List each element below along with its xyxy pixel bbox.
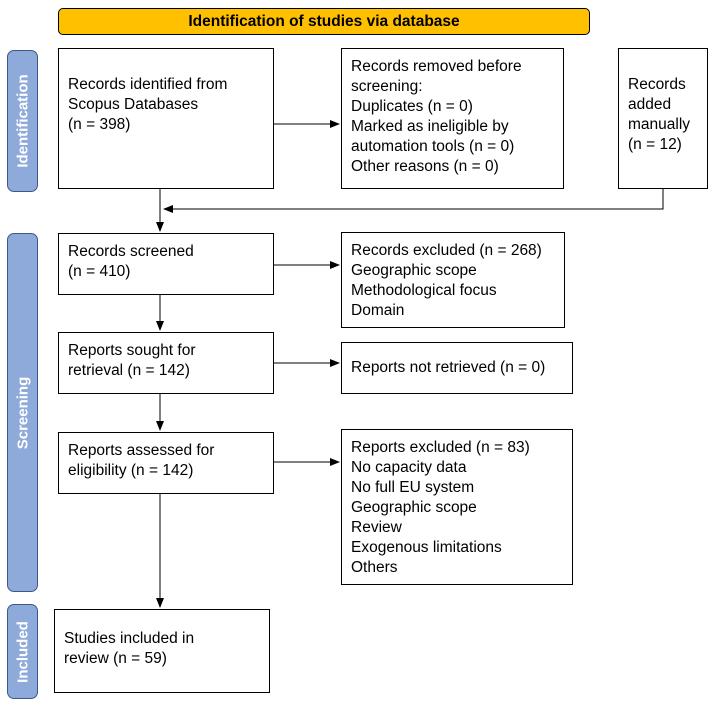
- box-line: screening:: [351, 78, 423, 95]
- box-line: Records screened: [68, 243, 194, 260]
- phase-screening-label: Screening: [7, 233, 38, 592]
- phase-identification-label: Identification: [7, 50, 38, 192]
- box-line: Records removed before: [351, 58, 522, 75]
- box-line: Scopus Databases: [68, 96, 199, 113]
- box-line: Reports not retrieved (n = 0): [351, 359, 546, 376]
- box-line: retrieval (n = 142): [68, 362, 190, 379]
- box-line: Geographic scope: [351, 499, 477, 516]
- records-identified-box: Records identified from Scopus Databases…: [58, 48, 274, 189]
- box-line: Studies included in: [64, 630, 195, 647]
- box-line: Others: [351, 559, 398, 576]
- box-line: Records: [628, 76, 686, 93]
- reports-sought-box: Reports sought for retrieval (n = 142): [58, 332, 274, 394]
- box-line: Review: [351, 519, 402, 536]
- box-line: Marked as ineligible by: [351, 118, 509, 135]
- box-line: (n = 12): [628, 136, 682, 153]
- box-line: Reports excluded (n = 83): [351, 439, 530, 456]
- box-line: Records excluded (n = 268): [351, 242, 542, 259]
- box-line: eligibility (n = 142): [68, 462, 194, 479]
- reports-assessed-box: Reports assessed for eligibility (n = 14…: [58, 432, 274, 494]
- box-line: Domain: [351, 302, 405, 319]
- records-added-box: Records added manually (n = 12): [618, 48, 708, 189]
- records-excluded-box: Records excluded (n = 268) Geographic sc…: [341, 232, 565, 328]
- box-line: Other reasons (n = 0): [351, 158, 499, 175]
- box-line: No capacity data: [351, 459, 467, 476]
- box-line: Geographic scope: [351, 262, 477, 279]
- box-line: (n = 410): [68, 263, 131, 280]
- records-screened-box: Records screened (n = 410): [58, 233, 274, 295]
- reports-not-retrieved-box: Reports not retrieved (n = 0): [341, 342, 573, 394]
- box-line: automation tools (n = 0): [351, 138, 515, 155]
- box-line: (n = 398): [68, 116, 131, 133]
- box-line: added: [628, 96, 672, 113]
- connector-from-records-added: [163, 189, 664, 213]
- box-line: Methodological focus: [351, 282, 497, 299]
- box-line: Records identified from: [68, 76, 228, 93]
- studies-included-box: Studies included in review (n = 59): [54, 609, 270, 693]
- box-line: Duplicates (n = 0): [351, 98, 473, 115]
- reports-excluded-box: Reports excluded (n = 83) No capacity da…: [341, 429, 573, 585]
- box-line: Reports sought for: [68, 342, 196, 359]
- box-line: No full EU system: [351, 479, 475, 496]
- box-line: Exogenous limitations: [351, 539, 502, 556]
- box-line: review (n = 59): [64, 650, 167, 667]
- box-line: manually: [628, 116, 691, 133]
- box-line: Reports assessed for: [68, 442, 215, 459]
- records-removed-box: Records removed before screening: Duplic…: [341, 48, 564, 189]
- diagram-title: Identification of studies via database: [58, 8, 590, 35]
- phase-included-label: Included: [7, 604, 38, 699]
